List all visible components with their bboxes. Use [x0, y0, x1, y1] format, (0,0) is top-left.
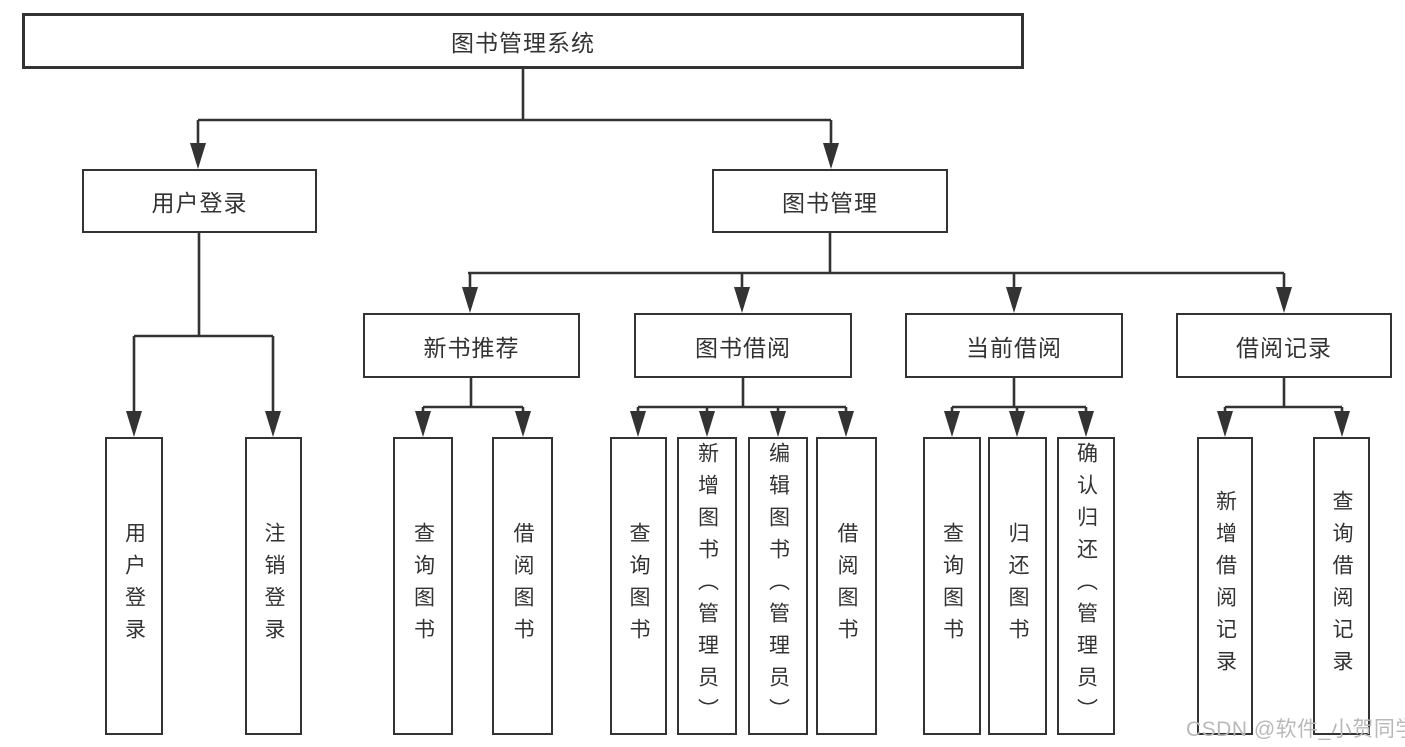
arrow-down-icon — [190, 143, 206, 169]
node-current-borrow-label: 当前借阅 — [966, 334, 1062, 361]
node-new-book-recommend: 新书推荐 — [363, 313, 580, 378]
arrow-down-icon — [1009, 411, 1025, 437]
arrow-down-icon — [265, 411, 281, 437]
arrow-down-icon — [1276, 287, 1292, 313]
leaf-current-query-books-label: 查询图书 — [940, 522, 964, 650]
leaf-borrow-edit-books-label: 编辑图书（管理员） — [766, 442, 790, 730]
arrow-down-icon — [415, 411, 431, 437]
arrow-down-icon — [515, 411, 531, 437]
leaf-borrow-borrow-books-label: 借阅图书 — [835, 522, 858, 650]
leaf-recommend-query-books-label: 查询图书 — [411, 522, 435, 650]
leaf-recommend-borrow-books: 借阅图书 — [492, 437, 553, 735]
leaf-current-return-books: 归还图书 — [988, 437, 1047, 735]
leaf-current-confirm-return-label: 确认归还（管理员） — [1074, 442, 1098, 730]
leaf-current-confirm-return: 确认归还（管理员） — [1057, 437, 1115, 735]
arrow-down-icon — [1078, 411, 1094, 437]
leaf-recommend-query-books: 查询图书 — [393, 437, 453, 735]
node-book-management-label: 图书管理 — [782, 190, 878, 216]
leaf-borrow-query-books-label: 查询图书 — [627, 522, 650, 650]
arrow-down-icon — [823, 143, 839, 169]
leaf-logout-label: 注销登录 — [262, 522, 285, 650]
arrow-down-icon — [126, 411, 142, 437]
leaf-recommend-borrow-books-label: 借阅图书 — [511, 522, 534, 650]
arrow-down-icon — [462, 287, 478, 313]
leaf-borrow-edit-books: 编辑图书（管理员） — [748, 437, 808, 735]
arrow-down-icon — [838, 411, 854, 437]
node-new-book-recommend-label: 新书推荐 — [423, 334, 520, 361]
node-root-label: 图书管理系统 — [451, 30, 595, 56]
arrow-down-icon — [1006, 287, 1022, 313]
leaf-logout: 注销登录 — [245, 437, 302, 735]
arrow-down-icon — [1217, 411, 1233, 437]
leaf-borrow-borrow-books: 借阅图书 — [816, 437, 877, 735]
node-current-borrow: 当前借阅 — [905, 313, 1123, 378]
leaf-current-query-books: 查询图书 — [923, 437, 981, 735]
leaf-records-add-record-label: 新增借阅记录 — [1213, 490, 1237, 682]
arrow-down-icon — [944, 411, 960, 437]
leaf-user-login: 用户登录 — [105, 437, 163, 735]
node-borrow-records: 借阅记录 — [1176, 313, 1392, 378]
leaf-borrow-query-books: 查询图书 — [610, 437, 667, 735]
node-book-borrow-label: 图书借阅 — [695, 334, 791, 361]
node-root: 图书管理系统 — [22, 13, 1024, 69]
leaf-borrow-add-books: 新增图书（管理员） — [677, 437, 737, 735]
node-book-management: 图书管理 — [712, 169, 948, 233]
arrow-down-icon — [1334, 411, 1350, 437]
arrow-down-icon — [699, 411, 715, 437]
node-user-login: 用户登录 — [82, 169, 317, 233]
arrow-down-icon — [734, 287, 750, 313]
leaf-current-return-books-label: 归还图书 — [1006, 522, 1029, 650]
arrow-down-icon — [770, 411, 786, 437]
leaf-user-login-label: 用户登录 — [122, 522, 146, 650]
arrow-down-icon — [630, 411, 646, 437]
node-user-login-label: 用户登录 — [151, 190, 248, 216]
leaf-records-add-record: 新增借阅记录 — [1197, 437, 1253, 735]
leaf-records-query-record: 查询借阅记录 — [1313, 437, 1370, 735]
node-book-borrow: 图书借阅 — [634, 313, 852, 378]
node-borrow-records-label: 借阅记录 — [1236, 334, 1332, 361]
leaf-borrow-add-books-label: 新增图书（管理员） — [695, 442, 719, 730]
leaf-records-query-record-label: 查询借阅记录 — [1330, 490, 1353, 682]
csdn-watermark: CSDN @软件_小贺同学 — [1186, 718, 1405, 741]
